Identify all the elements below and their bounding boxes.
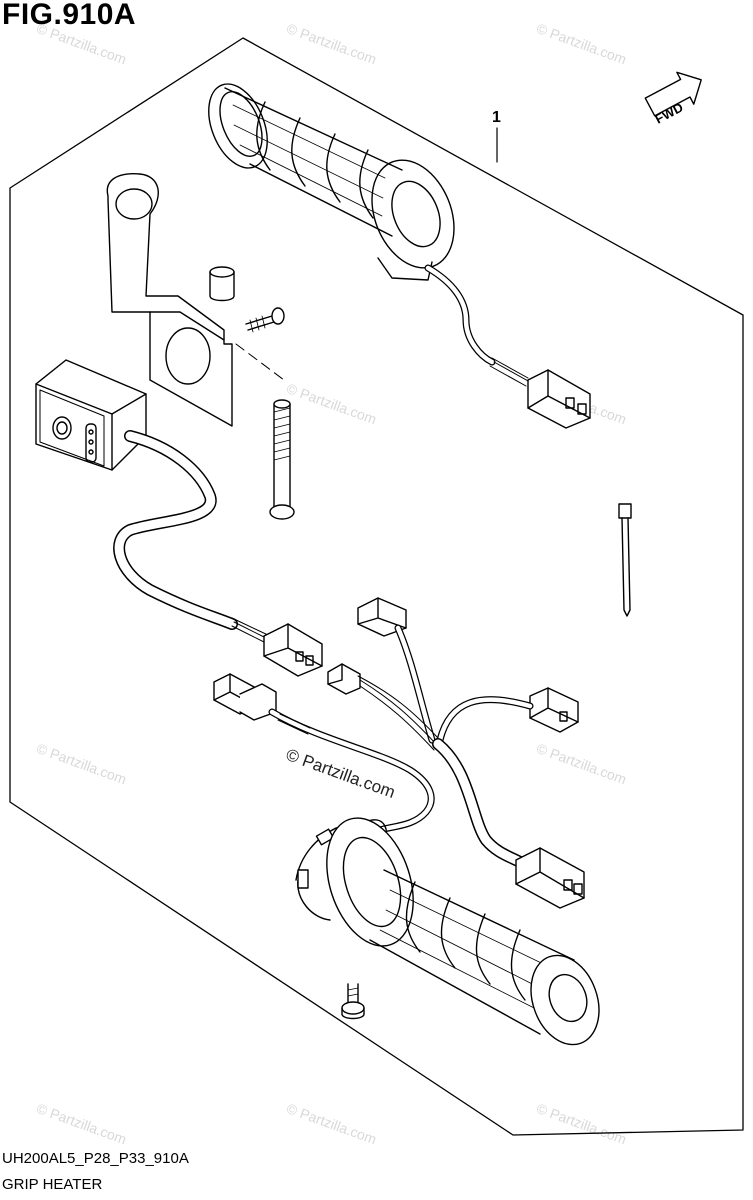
upper-grip-connector bbox=[527, 369, 591, 429]
grip-upper bbox=[208, 83, 455, 281]
lower-grip-connector bbox=[213, 673, 277, 721]
controller-switch-box bbox=[35, 359, 147, 471]
assembly-outline bbox=[9, 37, 744, 1136]
harness-branch-right bbox=[436, 696, 534, 744]
fwd-arrow-icon bbox=[644, 71, 702, 117]
mounting-bracket bbox=[106, 173, 233, 427]
diagram-caption: GRIP HEATER bbox=[2, 1176, 103, 1193]
harness-connector-bottom bbox=[515, 847, 585, 909]
collar bbox=[209, 266, 235, 302]
harness-connector-top bbox=[357, 597, 407, 637]
upper-grip-cable bbox=[424, 264, 496, 366]
upper-grip-wire-strands bbox=[489, 357, 531, 387]
grip-lower bbox=[295, 817, 600, 1046]
harness-connector-small bbox=[327, 663, 361, 695]
small-screw bbox=[245, 307, 285, 333]
harness-connector-right bbox=[529, 687, 579, 733]
figure-title: FIG.910A bbox=[2, 0, 137, 31]
lower-screw bbox=[341, 983, 365, 1020]
diagram-code: UH200AL5_P28_P33_910A bbox=[2, 1150, 189, 1167]
cable-tie bbox=[618, 503, 632, 617]
long-bolt bbox=[269, 399, 295, 520]
callout-number: 1 bbox=[492, 109, 501, 126]
controller-connector bbox=[263, 623, 323, 677]
